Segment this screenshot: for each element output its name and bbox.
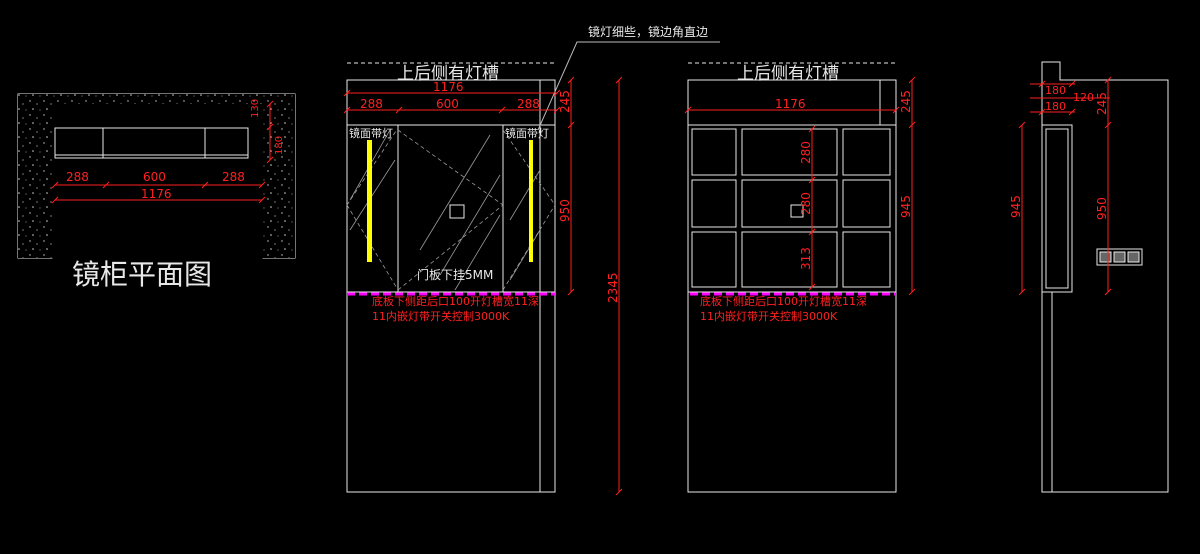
plan-room xyxy=(52,104,263,258)
side-dim-945: 945 xyxy=(1009,195,1023,218)
front-elevation: 上后侧有灯槽 镜面带灯 镜面带灯 门板下挂5MM 底板下侧距后口100开灯槽宽1… xyxy=(343,24,720,496)
plan-dim-ticks xyxy=(51,100,274,204)
interior-dim-280-top: 280 xyxy=(799,141,813,164)
side-cabinet-inner xyxy=(1045,128,1069,289)
interior-dim-280-mid: 280 xyxy=(799,192,813,215)
side-dim-120: 120 xyxy=(1073,91,1094,104)
plan-wall-hatch xyxy=(18,94,295,258)
interior-bottom-note-2: 11内嵌灯带开关控制3000K xyxy=(700,309,838,323)
front-socket xyxy=(449,204,465,219)
interior-dim-245: 245 xyxy=(899,90,913,113)
mirror-reflection-lines xyxy=(349,129,541,291)
plan-dim-288-right: 288 xyxy=(222,170,245,184)
interior-dim-1176: 1176 xyxy=(775,97,806,111)
mirror-light-left-label: 镜面带灯 xyxy=(349,126,393,140)
front-dim-245: 245 xyxy=(558,90,572,113)
interior-outline xyxy=(687,79,897,493)
front-top-note: 上后侧有灯槽 xyxy=(397,64,499,84)
side-dim-180-bottom: 180 xyxy=(1045,100,1066,113)
front-bottom-note-1: 底板下侧距后口100开灯槽宽11深 xyxy=(372,294,539,308)
side-socket-panel xyxy=(1096,248,1143,266)
front-dim-2345: 2345 xyxy=(606,272,620,303)
interior-shelf-grid xyxy=(691,128,891,288)
door-note: 门板下挂5MM xyxy=(417,267,493,282)
front-dim-lines xyxy=(343,76,623,496)
interior-elevation: 上后侧有灯槽 底板下侧距后口100开灯槽宽11深 11内嵌灯带开关控制3000K… xyxy=(684,62,916,493)
interior-top-note: 上后侧有灯槽 xyxy=(737,64,839,84)
side-dim-950: 950 xyxy=(1095,197,1109,220)
plan-dim-130: 130 xyxy=(250,99,261,118)
front-outline xyxy=(346,79,556,493)
front-dim-288-left: 288 xyxy=(360,97,383,111)
interior-bottom-note-1: 底板下侧距后口100开灯槽宽11深 xyxy=(700,294,867,308)
leader-line xyxy=(537,41,720,131)
side-outline xyxy=(1041,61,1169,493)
plan-view: 288 600 288 1176 130 180 镜柜平面图 xyxy=(17,93,296,291)
interior-socket xyxy=(790,204,804,218)
interior-dim-lines xyxy=(684,76,916,296)
plan-dim-600: 600 xyxy=(143,170,166,184)
front-dim-288-right: 288 xyxy=(517,97,540,111)
front-dim-600: 600 xyxy=(436,97,459,111)
front-dim-950: 950 xyxy=(558,199,572,222)
leader-note: 镜灯细些，镜边角直边 xyxy=(588,24,708,39)
mirror-hinge-lines xyxy=(346,127,556,291)
side-dim-245: 245 xyxy=(1095,92,1109,115)
plan-title: 镜柜平面图 xyxy=(72,258,212,291)
light-strip-left xyxy=(367,140,372,262)
interior-cabinet xyxy=(687,124,897,293)
light-strip-right xyxy=(529,140,533,262)
plan-dim-180: 180 xyxy=(274,136,285,155)
plan-dim-288-left: 288 xyxy=(66,170,89,184)
side-dim-lines xyxy=(1018,76,1112,296)
side-section: 180 180 120 245 945 950 xyxy=(1009,61,1169,493)
mirror-light-right-label: 镜面带灯 xyxy=(505,126,549,140)
plan-dim-1176: 1176 xyxy=(141,187,172,201)
plan-cabinet xyxy=(54,127,249,159)
front-dim-1176: 1176 xyxy=(433,80,464,94)
side-dim-180-top: 180 xyxy=(1045,84,1066,97)
interior-dim-313: 313 xyxy=(799,247,813,270)
front-bottom-note-2: 11内嵌灯带开关控制3000K xyxy=(372,309,510,323)
interior-dim-945: 945 xyxy=(899,195,913,218)
